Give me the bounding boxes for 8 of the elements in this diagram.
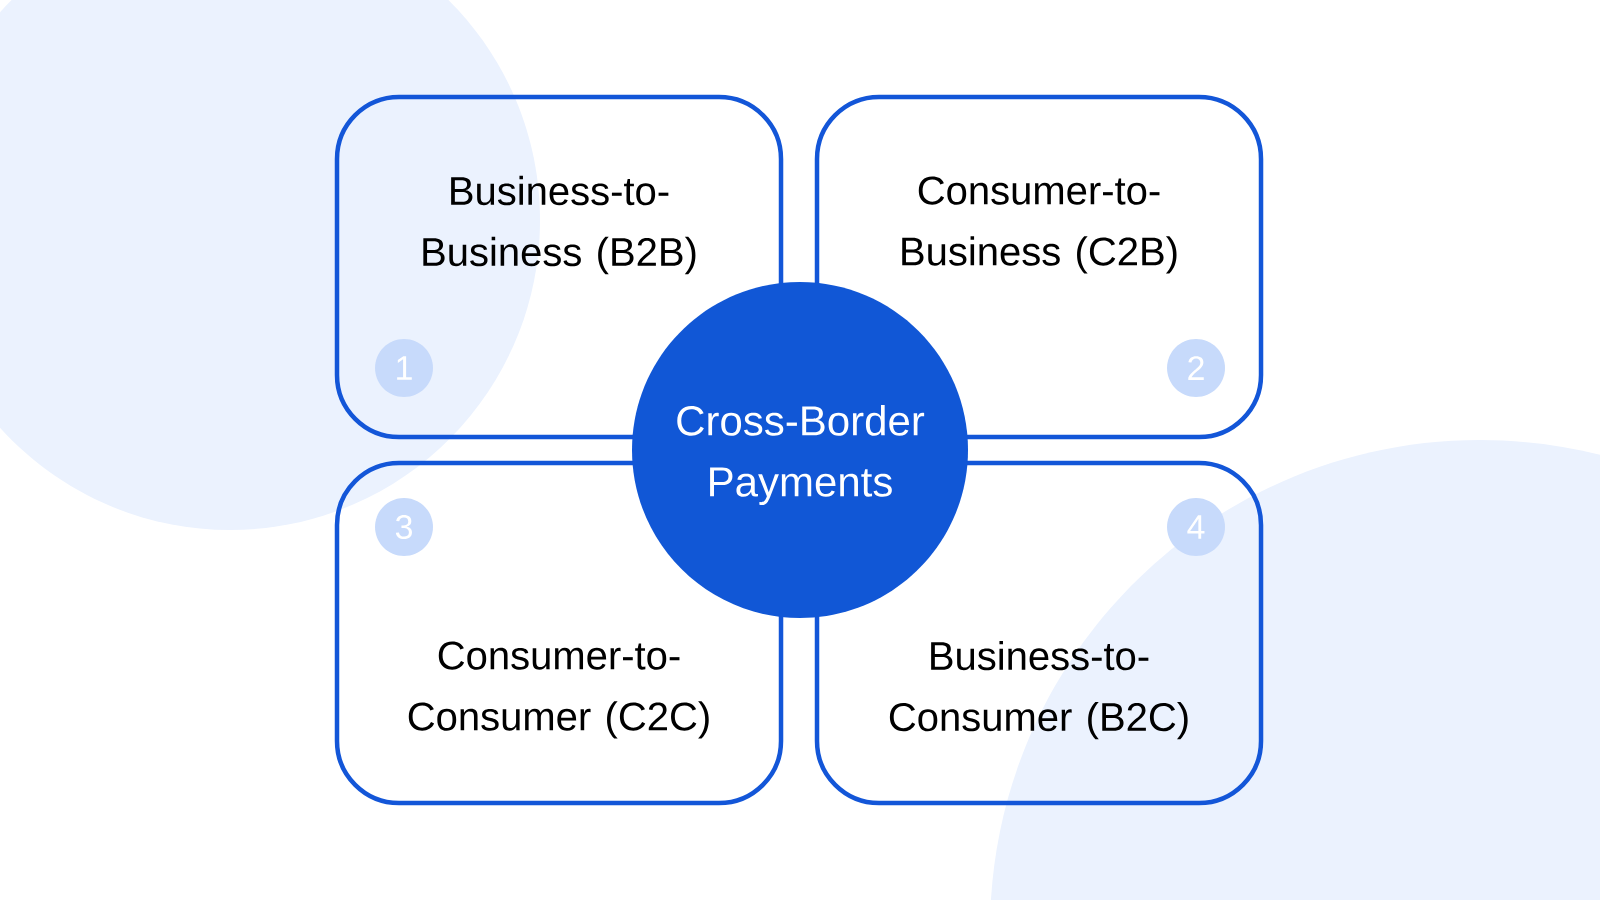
card-title: Business-to-Business (B2B) [423, 175, 696, 275]
card-title: Business-to-Consumer (B2C) [889, 640, 1188, 740]
card-title: Consumer-to-Business (C2B) [902, 176, 1177, 274]
number-badge: 2 [1167, 339, 1225, 397]
number-badge: 3 [375, 498, 433, 556]
number-badge: 1 [375, 339, 433, 397]
card-title: Consumer-to-Consumer (C2C) [408, 641, 709, 739]
number-badge: 4 [1167, 498, 1225, 556]
